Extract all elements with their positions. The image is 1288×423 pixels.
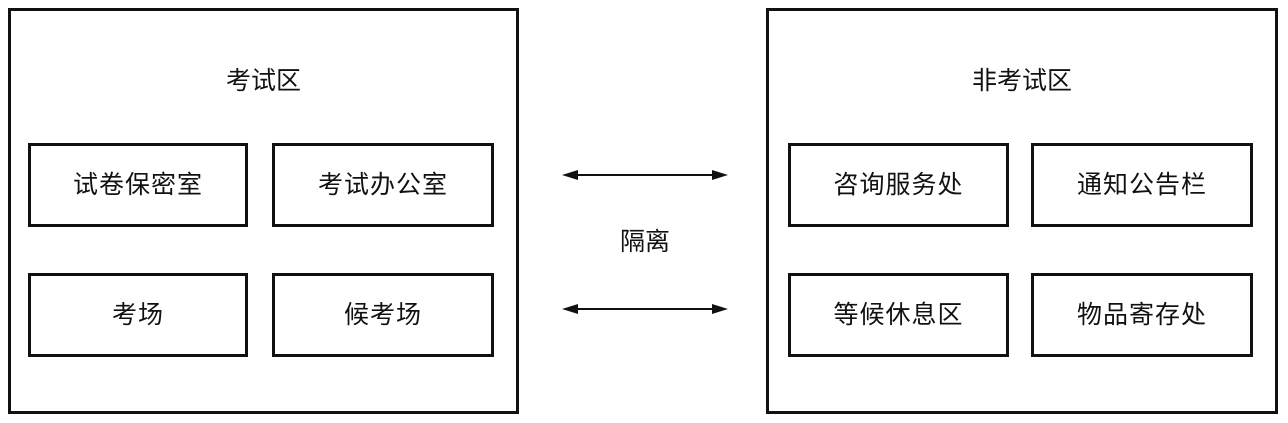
exam-office: 考试办公室 [272,143,494,227]
separation-label: 隔离 [619,227,670,256]
exam-hall: 考场 [28,273,248,357]
notice-board: 通知公告栏 [1031,143,1253,227]
exam-zone: 考试区 试卷保密室 考试办公室 考场 候考场 [8,8,519,414]
exam-zone-title: 考试区 [225,66,301,95]
arrowhead-left-icon [562,304,578,314]
separation-arrow-top [562,170,728,180]
arrowhead-left-icon [562,170,578,180]
exam-paper-security-room: 试卷保密室 [28,143,248,227]
separation-arrow-bottom [562,304,728,314]
item-storage-desk: 物品寄存处 [1031,273,1253,357]
consultation-service-desk: 咨询服务处 [788,143,1009,227]
arrowhead-right-icon [712,170,728,180]
non-exam-zone-title: 非考试区 [971,66,1072,95]
arrowhead-right-icon [712,304,728,314]
waiting-rest-area: 等候休息区 [788,273,1009,357]
waiting-exam-hall: 候考场 [272,273,494,357]
non-exam-zone: 非考试区 咨询服务处 通知公告栏 等候休息区 物品寄存处 [766,8,1278,414]
